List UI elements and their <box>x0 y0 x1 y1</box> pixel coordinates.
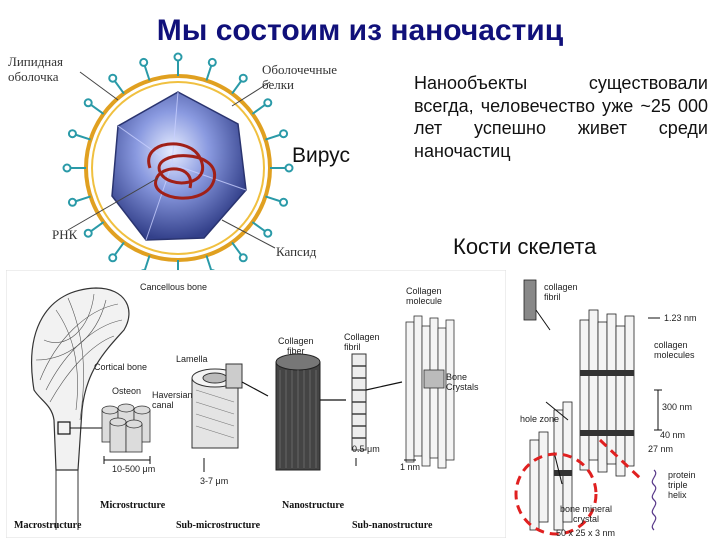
protein-spike-head <box>238 253 248 263</box>
label-bone-mineral-crystal: bone mineral crystal <box>560 504 613 524</box>
virus-particle <box>62 52 294 270</box>
label-virus: Вирус <box>292 144 350 167</box>
envelope-proteins <box>62 52 294 270</box>
protein-spike <box>90 221 105 233</box>
protein-spike-head <box>263 98 273 108</box>
protein-spike-head <box>263 228 273 238</box>
collagen-fiber <box>275 353 346 471</box>
label-cortical-bone: Cortical bone <box>94 362 148 372</box>
rna-strand <box>147 142 216 200</box>
label-40nm: 40 nm <box>660 430 686 440</box>
label-cancellous-bone: Cancellous bone <box>140 282 208 292</box>
protein-spike <box>74 133 91 141</box>
protein-spike <box>74 195 91 203</box>
protein-spike-head <box>67 197 77 207</box>
label-fibril-right: collagen fibril <box>544 282 578 302</box>
page-title: Мы состоим из наночастиц <box>156 14 564 47</box>
protein-spike-head <box>83 98 93 108</box>
protein-spike-head <box>67 129 77 139</box>
protein-spike-head <box>173 52 183 62</box>
protein-spike-head <box>83 228 93 238</box>
protein-spike <box>205 255 213 270</box>
label-bone-crystals: Bone Crystals <box>446 372 479 392</box>
protein-spike <box>90 103 105 115</box>
protein-spike-head <box>108 73 118 83</box>
protein-spike <box>113 80 125 95</box>
label-sub-microstructure: Sub-microstructure <box>176 520 261 531</box>
osteon-cylinders <box>101 403 151 453</box>
lamella-cylinder <box>191 363 269 449</box>
scale-label-4: 1 nm <box>400 462 421 472</box>
label-hole-zone: hole zone <box>520 414 560 424</box>
protein-spike <box>143 255 151 270</box>
label-osteon: Osteon <box>112 386 142 396</box>
protein-spike <box>231 80 243 95</box>
label-collagen-molecule: Collagen molecule <box>406 286 443 306</box>
label-lipid-envelope: Липидная оболочка <box>8 54 64 84</box>
protein-spike-head <box>108 253 118 263</box>
label-envelope-proteins: Оболочечные белки <box>262 62 337 92</box>
protein-helix <box>651 469 657 531</box>
label-collagen-molecules: collagen molecules <box>654 340 695 360</box>
label-sub-nanostructure: Sub-nanostructure <box>352 520 433 531</box>
scale-label-1: 10-500 μm <box>112 464 156 474</box>
label-collagen-fibril: Collagen fibril <box>344 332 380 352</box>
protein-spike <box>251 221 266 233</box>
protein-spike <box>143 64 151 81</box>
label-1-23nm: 1.23 nm <box>664 313 697 323</box>
collagen-fibril <box>351 353 403 451</box>
label-rna: РНК <box>52 227 78 242</box>
collagen-molecules-bundle <box>405 315 455 469</box>
collagen-nanostructure-diagram <box>510 270 716 538</box>
protein-spike-head <box>139 57 149 67</box>
label-macrostructure: Macrostructure <box>14 520 82 531</box>
protein-spike-head <box>279 129 289 139</box>
crystal-highlight-circle <box>514 452 598 536</box>
label-crystal-size: 50 x 25 x 3 nm <box>556 528 616 538</box>
protein-spike <box>251 103 266 115</box>
label-300nm: 300 nm <box>662 402 693 412</box>
label-microstructure: Microstructure <box>100 500 166 511</box>
scale-label-2: 3-7 μm <box>200 476 229 486</box>
label-capsid: Капсид <box>276 244 317 259</box>
protein-spike <box>265 195 282 203</box>
protein-spike-head <box>279 197 289 207</box>
bones-title: Кости скелета <box>453 234 597 259</box>
protein-spike <box>231 241 243 256</box>
bone-hierarchy-diagram <box>6 270 506 538</box>
label-haversian-canal: Haversian canal <box>152 390 193 410</box>
label-protein-triple-helix: protein triple helix <box>668 470 696 500</box>
label-27nm: 27 nm <box>648 444 674 454</box>
protein-spike <box>113 241 125 256</box>
protein-spike <box>205 64 213 81</box>
paragraph-text: Нанообъекты существовали всегда, человеч… <box>414 73 708 161</box>
protein-spike-head <box>62 163 72 173</box>
label-lamella: Lamella <box>176 354 208 364</box>
protein-spike-head <box>284 163 294 173</box>
protein-spike-head <box>238 73 248 83</box>
scale-label-3: 0.5 μm <box>352 444 380 454</box>
virus-diagram <box>62 52 294 270</box>
femur-illustration <box>31 287 130 530</box>
label-collagen-fiber: Collagen fiber <box>278 336 314 356</box>
protein-spike <box>265 133 282 141</box>
label-nanostructure: Nanostructure <box>282 500 345 511</box>
protein-spike-head <box>207 57 217 67</box>
